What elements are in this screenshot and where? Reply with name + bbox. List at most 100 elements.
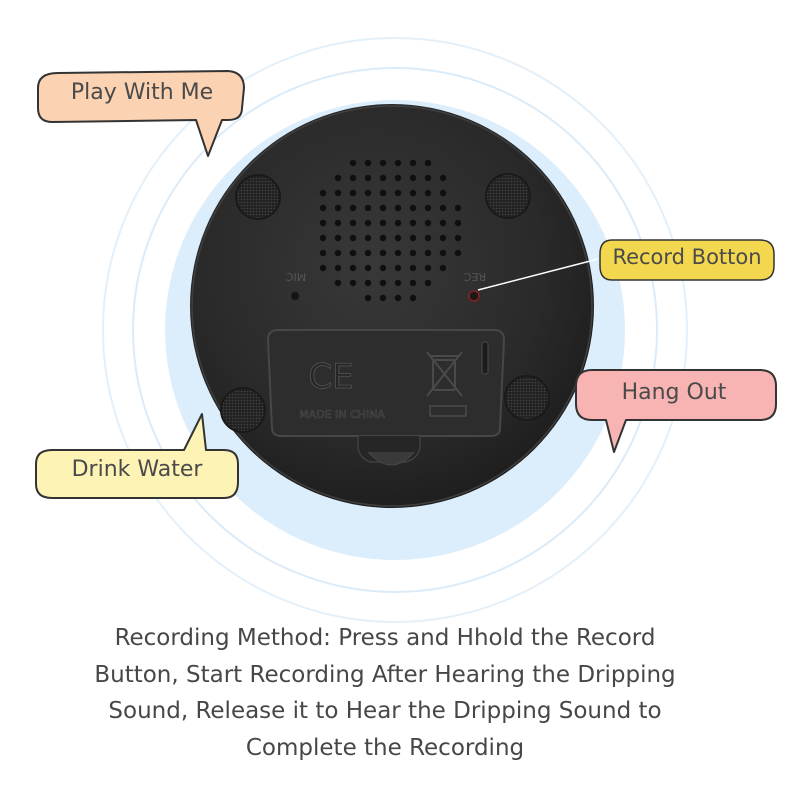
battery-latch [429, 405, 467, 417]
grille-hole [394, 189, 402, 197]
speaker-grille [319, 159, 462, 302]
grille-hole [394, 234, 402, 242]
caption-line: Button, Start Recording After Hearing th… [94, 661, 676, 688]
mic-hole [291, 292, 299, 300]
grille-hole [424, 189, 432, 197]
grille-hole [424, 249, 432, 257]
grille-hole [349, 189, 357, 197]
grille-hole [394, 159, 402, 167]
grille-hole [424, 204, 432, 212]
grille-hole [349, 219, 357, 227]
grille-hole [394, 249, 402, 257]
grille-hole [424, 174, 432, 182]
grille-hole [319, 234, 327, 242]
grille-hole [364, 189, 372, 197]
grille-hole [409, 174, 417, 182]
grille-hole [349, 174, 357, 182]
grille-hole [379, 294, 387, 302]
grille-hole [364, 174, 372, 182]
grille-hole [364, 234, 372, 242]
grille-hole [349, 279, 357, 287]
grille-hole [409, 159, 417, 167]
rubber-foot-bottom-right [504, 375, 550, 421]
grille-hole [379, 219, 387, 227]
grille-hole [424, 279, 432, 287]
grille-hole [439, 204, 447, 212]
grille-hole [349, 234, 357, 242]
grille-hole [424, 234, 432, 242]
grille-hole [379, 234, 387, 242]
grille-hole [334, 249, 342, 257]
grille-hole [334, 219, 342, 227]
grille-hole [364, 204, 372, 212]
grille-hole [409, 204, 417, 212]
device-body: MIC REC CE MADE IN CHINA [190, 104, 594, 508]
grille-hole [454, 204, 462, 212]
grille-hole [394, 264, 402, 272]
made-in-label: MADE IN CHINA [299, 408, 385, 421]
grille-hole [379, 204, 387, 212]
grille-hole [409, 264, 417, 272]
crossed-bin-icon [426, 351, 463, 397]
hang-out-label: Hang Out [621, 380, 727, 405]
battery-door: CE MADE IN CHINA [266, 329, 506, 466]
grille-hole [439, 219, 447, 227]
grille-hole [364, 219, 372, 227]
outer-ring [102, 37, 688, 623]
grille-hole [319, 219, 327, 227]
middle-ring [132, 67, 658, 593]
grille-hole [334, 279, 342, 287]
record-leader-line [477, 258, 599, 291]
grille-hole [439, 249, 447, 257]
grille-hole [349, 204, 357, 212]
grille-hole [379, 249, 387, 257]
grille-hole [409, 279, 417, 287]
door-slot [481, 341, 489, 375]
grille-hole [394, 174, 402, 182]
grille-hole [349, 159, 357, 167]
bubble-drink-water [35, 413, 239, 499]
grille-hole [454, 249, 462, 257]
grille-hole [334, 204, 342, 212]
grille-hole [334, 234, 342, 242]
grille-hole [394, 279, 402, 287]
grille-hole [454, 234, 462, 242]
grille-hole [364, 279, 372, 287]
rec-label: REC [464, 270, 487, 283]
grille-hole [334, 189, 342, 197]
grille-hole [424, 219, 432, 227]
grille-hole [439, 264, 447, 272]
grille-hole [349, 249, 357, 257]
rubber-foot-top-right [485, 173, 531, 219]
grille-hole [349, 264, 357, 272]
grille-hole [364, 159, 372, 167]
grille-hole [319, 264, 327, 272]
drink-water-label: Drink Water [71, 457, 203, 482]
grille-hole [409, 249, 417, 257]
caption-line: Recording Method: Press and Hhold the Re… [114, 625, 656, 651]
grille-hole [394, 294, 402, 302]
grille-hole [439, 234, 447, 242]
caption-line: Complete the Recording [245, 734, 525, 761]
grille-hole [379, 189, 387, 197]
grille-hole [364, 264, 372, 272]
grille-hole [409, 219, 417, 227]
grille-hole [424, 264, 432, 272]
grille-hole [364, 294, 372, 302]
play-with-me-label: Play With Me [70, 80, 214, 105]
grille-hole [439, 174, 447, 182]
grille-hole [454, 219, 462, 227]
grille-hole [379, 159, 387, 167]
grille-hole [394, 219, 402, 227]
grille-hole [319, 189, 327, 197]
ce-mark: CE [308, 357, 353, 397]
bubble-play-with-me [37, 70, 245, 157]
record-button-hole [468, 290, 480, 302]
record-botton-label: Record Botton [612, 245, 762, 269]
rubber-foot-top-left [235, 174, 281, 220]
grille-hole [364, 249, 372, 257]
bubble-hang-out [575, 369, 777, 453]
grille-hole [379, 279, 387, 287]
grille-hole [409, 234, 417, 242]
